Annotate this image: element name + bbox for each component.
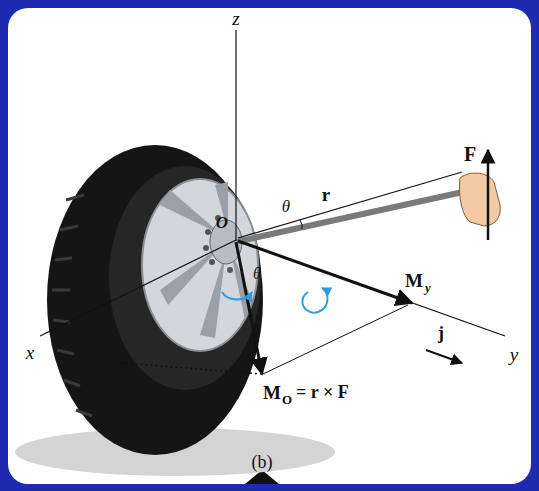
- wrench: [240, 190, 472, 241]
- hand: [459, 173, 500, 226]
- projection-line: [263, 305, 408, 374]
- label-text: x: [26, 343, 34, 362]
- label-text: y: [510, 345, 518, 364]
- drawing-part: [215, 182, 228, 232]
- moment-arrow: [236, 242, 262, 374]
- x-axis: [40, 240, 236, 336]
- drawing-part: [66, 195, 84, 200]
- angle-arc: [300, 220, 302, 229]
- label-text: y: [425, 281, 431, 294]
- projection-dashed: [110, 362, 262, 374]
- drawing-part: [160, 190, 222, 235]
- position-vector: [238, 172, 462, 238]
- drawing-part: [205, 229, 211, 235]
- label-text: j: [438, 324, 444, 342]
- label-text: z: [232, 9, 239, 28]
- drawing-part: [55, 258, 72, 260]
- sidewall: [109, 166, 261, 390]
- rotation-symbol: [222, 292, 252, 300]
- label-text: O: [216, 214, 228, 231]
- drawing-part: [57, 350, 74, 354]
- label-text: F: [464, 144, 476, 164]
- force-arrow: [487, 150, 490, 240]
- tread: [52, 195, 92, 416]
- label-text: r: [322, 185, 330, 204]
- drawing-part: [52, 289, 70, 292]
- label-text: θ: [253, 266, 261, 282]
- label-text: O: [282, 393, 292, 406]
- label-text: M: [405, 271, 423, 290]
- panel: [8, 8, 531, 484]
- rotation-symbol: [302, 288, 327, 313]
- drawing-part: [53, 320, 70, 322]
- moment-y-arrow: [238, 241, 412, 303]
- label-text: M: [263, 383, 281, 402]
- unit-vector-arrow: [426, 350, 462, 363]
- label-text: = r × F: [296, 383, 349, 401]
- drawing-part: [227, 267, 233, 273]
- drawing-part: [76, 410, 92, 416]
- label-text: θ: [282, 198, 290, 215]
- drawing-part: [64, 380, 80, 386]
- drawing-part: [203, 245, 209, 251]
- tire: [47, 145, 263, 455]
- caption-text: (b): [252, 453, 273, 471]
- y-axis: [236, 240, 505, 336]
- drawing-part: [60, 226, 78, 230]
- z-axis: [235, 30, 236, 240]
- drawing-part: [209, 259, 215, 265]
